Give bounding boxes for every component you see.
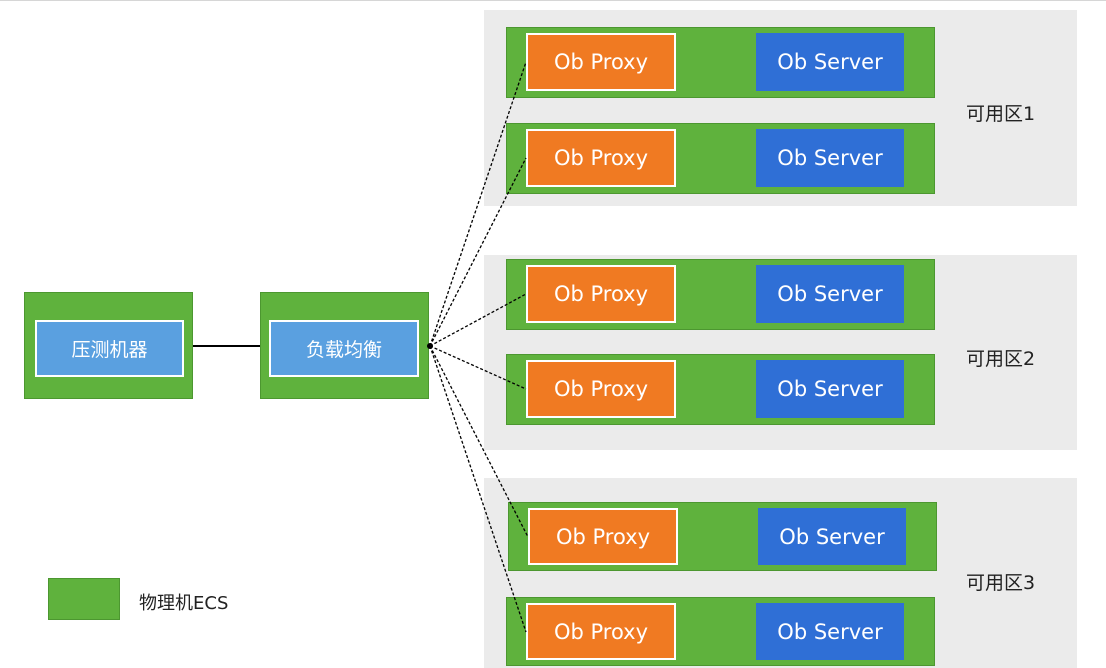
ob-proxy-box: Ob Proxy [526, 603, 676, 660]
tester-box: 压测机器 [35, 320, 184, 377]
ob-proxy-box: Ob Proxy [526, 360, 676, 418]
zone-1-label: 可用区1 [966, 103, 1036, 125]
ob-proxy-box: Ob Proxy [528, 508, 678, 565]
ob-server-box: Ob Server [756, 265, 904, 323]
lb-junction-dot [427, 343, 433, 349]
load-balancer-box: 负载均衡 [269, 320, 419, 377]
lb-to-proxy-line [429, 293, 527, 347]
ob-proxy-box: Ob Proxy [526, 33, 676, 91]
ob-proxy-box: Ob Proxy [526, 265, 676, 323]
zone-3-label: 可用区3 [966, 572, 1036, 594]
zone-2-label: 可用区2 [966, 348, 1036, 370]
lb-to-proxy-line [429, 345, 529, 538]
lb-to-proxy-line [429, 345, 527, 633]
ob-server-box: Ob Server [756, 129, 904, 187]
ob-server-box: Ob Server [756, 33, 904, 91]
top-divider [0, 0, 1106, 1]
lb-to-proxy-line [429, 157, 527, 347]
legend-label: 物理机ECS [139, 593, 229, 614]
ob-server-box: Ob Server [758, 508, 906, 565]
legend-swatch [48, 578, 120, 620]
lb-to-proxy-line [429, 61, 527, 347]
lb-to-proxy-line [429, 345, 527, 390]
ob-proxy-box: Ob Proxy [526, 129, 676, 187]
ob-server-box: Ob Server [756, 603, 904, 660]
ob-server-box: Ob Server [756, 360, 904, 418]
